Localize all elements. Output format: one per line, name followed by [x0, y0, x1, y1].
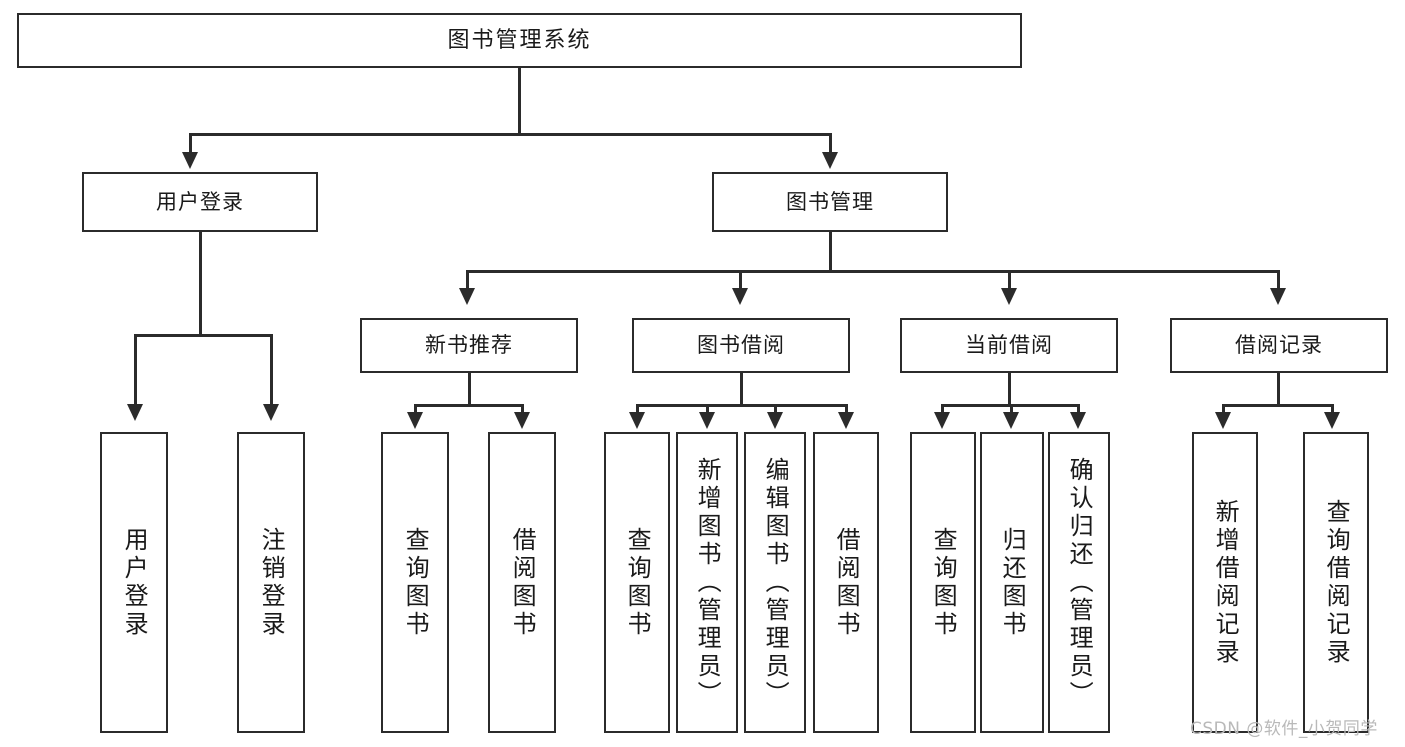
node-label: 图书管理系统 — [447, 27, 592, 53]
connector-br-drop-1 — [1222, 404, 1225, 416]
node-label: 注销登录 — [257, 526, 286, 639]
arrowhead-bb-borrow-book — [838, 412, 854, 429]
node-label: 编辑图书（管理员） — [761, 456, 790, 709]
node-root-book-management-system[interactable]: 图书管理系统 — [17, 13, 1022, 68]
node-label: 查询图书 — [929, 526, 958, 639]
connector-root-bar — [189, 133, 832, 136]
leaf-book-borrow-edit-book[interactable]: 编辑图书（管理员） — [744, 432, 806, 733]
connector-book-borrow-stem — [740, 373, 743, 406]
connector-root-to-user-login — [189, 133, 192, 157]
node-label: 新增图书（管理员） — [693, 456, 722, 709]
connector-user-login-drop-1 — [134, 334, 137, 408]
connector-book-borrow-bar — [636, 404, 848, 407]
node-new-book-recommendation[interactable]: 新书推荐 — [360, 318, 578, 373]
connector-cb-drop-3 — [1077, 404, 1080, 416]
connector-nb-drop-1 — [414, 404, 417, 416]
leaf-new-book-borrow-book[interactable]: 借阅图书 — [488, 432, 556, 733]
connector-bm-drop-4 — [1277, 270, 1280, 292]
leaf-book-borrow-borrow-book[interactable]: 借阅图书 — [813, 432, 879, 733]
connector-nb-drop-2 — [521, 404, 524, 416]
connector-new-book-bar — [414, 404, 524, 407]
connector-root-to-book-management — [829, 133, 832, 157]
arrowhead-br-add-record — [1215, 412, 1231, 429]
arrowhead-book-borrow — [732, 288, 748, 305]
node-label: 用户登录 — [120, 526, 149, 639]
arrowhead-cb-confirm-return — [1070, 412, 1086, 429]
arrowhead-bb-edit-book — [767, 412, 783, 429]
connector-borrow-record-stem — [1277, 373, 1280, 406]
connector-bb-drop-2 — [706, 404, 709, 416]
connector-bm-drop-1 — [466, 270, 469, 292]
arrowhead-cb-query-book — [934, 412, 950, 429]
connector-bm-drop-3 — [1008, 270, 1011, 292]
leaf-logout[interactable]: 注销登录 — [237, 432, 305, 733]
leaf-new-book-query-book[interactable]: 查询图书 — [381, 432, 449, 733]
leaf-current-borrow-confirm-return[interactable]: 确认归还（管理员） — [1048, 432, 1110, 733]
arrowhead-borrow-record — [1270, 288, 1286, 305]
leaf-book-borrow-add-book[interactable]: 新增图书（管理员） — [676, 432, 738, 733]
connector-bb-drop-4 — [845, 404, 848, 416]
node-current-borrowing[interactable]: 当前借阅 — [900, 318, 1118, 373]
leaf-current-borrow-return-book[interactable]: 归还图书 — [980, 432, 1044, 733]
arrowhead-nb-borrow-book — [514, 412, 530, 429]
node-label: 借阅图书 — [832, 526, 861, 639]
node-label: 查询图书 — [401, 526, 430, 639]
arrowhead-cb-return-book — [1003, 412, 1019, 429]
node-label: 用户登录 — [156, 189, 244, 214]
connector-br-drop-2 — [1331, 404, 1334, 416]
arrowhead-nb-query-book — [407, 412, 423, 429]
node-label: 当前借阅 — [965, 333, 1053, 358]
arrowhead-bb-add-book — [699, 412, 715, 429]
connector-user-login-bar — [134, 334, 273, 337]
connector-user-login-drop-2 — [270, 334, 273, 408]
connector-book-management-bar — [466, 270, 1279, 273]
arrowhead-new-book — [459, 288, 475, 305]
arrowhead-user-login — [182, 152, 198, 169]
node-label: 借阅记录 — [1235, 333, 1323, 358]
connector-root-stem — [518, 68, 521, 135]
node-label: 新增借阅记录 — [1211, 498, 1240, 667]
connector-borrow-record-bar — [1222, 404, 1334, 407]
leaf-borrow-record-query-record[interactable]: 查询借阅记录 — [1303, 432, 1369, 733]
arrowhead-bb-query-book — [629, 412, 645, 429]
arrowhead-leaf-logout — [263, 404, 279, 421]
leaf-book-borrow-query-book[interactable]: 查询图书 — [604, 432, 670, 733]
node-book-management[interactable]: 图书管理 — [712, 172, 948, 232]
connector-user-login-stem — [199, 232, 202, 336]
arrowhead-br-query-record — [1324, 412, 1340, 429]
arrowhead-book-management — [822, 152, 838, 169]
leaf-borrow-record-add-record[interactable]: 新增借阅记录 — [1192, 432, 1258, 733]
node-label: 查询借阅记录 — [1322, 498, 1351, 667]
node-label: 归还图书 — [998, 526, 1027, 639]
connector-cb-drop-2 — [1010, 404, 1013, 416]
node-label: 确认归还（管理员） — [1065, 456, 1094, 709]
node-book-borrowing[interactable]: 图书借阅 — [632, 318, 850, 373]
leaf-current-borrow-query-book[interactable]: 查询图书 — [910, 432, 976, 733]
connector-cb-drop-1 — [941, 404, 944, 416]
arrowhead-current-borrow — [1001, 288, 1017, 305]
node-label: 图书管理 — [786, 189, 874, 214]
arrowhead-leaf-user-login — [127, 404, 143, 421]
node-label: 图书借阅 — [697, 333, 785, 358]
node-label: 新书推荐 — [425, 333, 513, 358]
connector-current-borrow-stem — [1008, 373, 1011, 406]
connector-bb-drop-3 — [774, 404, 777, 416]
connector-book-management-stem — [829, 232, 832, 272]
node-user-login[interactable]: 用户登录 — [82, 172, 318, 232]
node-borrowing-record[interactable]: 借阅记录 — [1170, 318, 1388, 373]
connector-new-book-stem — [468, 373, 471, 406]
leaf-user-login[interactable]: 用户登录 — [100, 432, 168, 733]
node-label: 借阅图书 — [508, 526, 537, 639]
connector-bm-drop-2 — [739, 270, 742, 292]
node-label: 查询图书 — [623, 526, 652, 639]
connector-bb-drop-1 — [636, 404, 639, 416]
